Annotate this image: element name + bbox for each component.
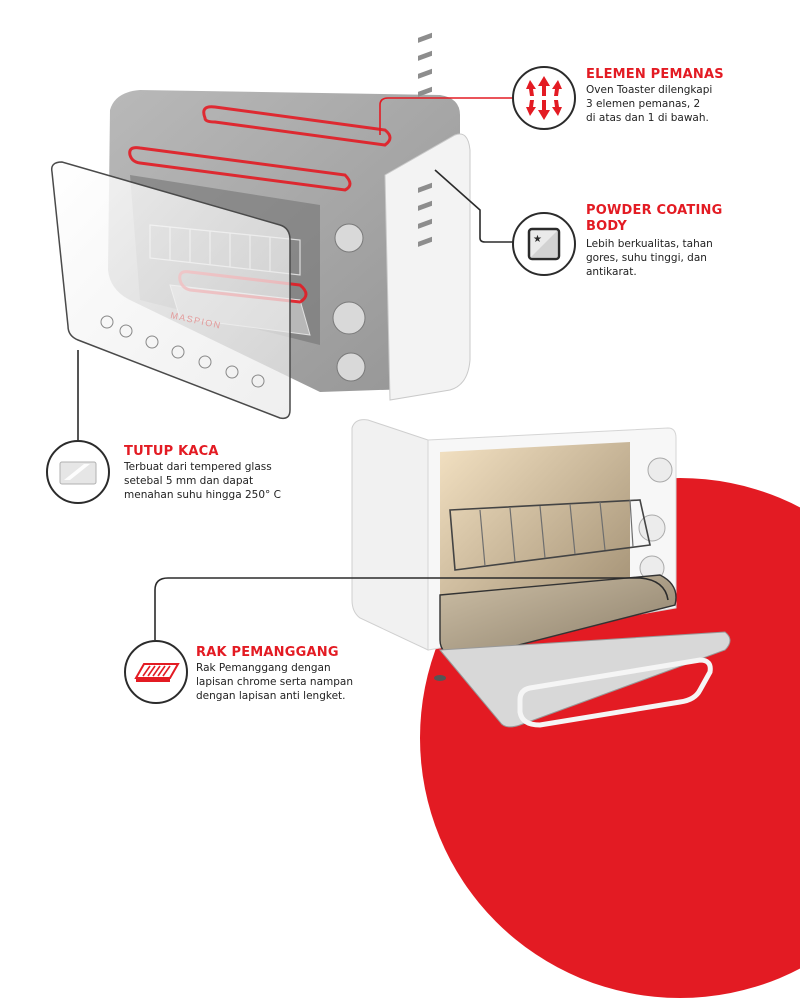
- callout-line: Terbuat dari tempered glass: [124, 461, 272, 473]
- callout-line: gores, suhu tinggi, dan: [586, 252, 707, 264]
- heating-element-arrows-icon: [512, 66, 576, 130]
- grill-rack-icon: [124, 640, 188, 704]
- oven-illustration: MASPION: [50, 32, 731, 728]
- coated-panel-icon: ★: [512, 212, 576, 276]
- callout-line: Lebih berkualitas, tahan: [586, 238, 713, 250]
- callout-line: dengan lapisan anti lengket.: [196, 690, 346, 702]
- callout-line: antikarat.: [586, 266, 637, 278]
- callout-title: RAK PEMANGGANG: [196, 645, 339, 660]
- callout-title: POWDER COATING: [586, 203, 723, 218]
- callout-line: lapisan chrome serta nampan: [196, 676, 354, 688]
- open-oven: [351, 419, 731, 728]
- callout-line: setebal 5 mm dan dapat: [124, 475, 254, 487]
- callout-line: di atas dan 1 di bawah.: [586, 112, 709, 124]
- callout-line: 3 elemen pemanas, 2: [586, 98, 701, 110]
- callout-title: TUTUP KACA: [124, 444, 219, 459]
- callout-title: ELEMEN PEMANAS: [586, 67, 724, 82]
- glass-pane-icon: [46, 440, 110, 504]
- callout-title: BODY: [586, 219, 628, 234]
- callout-line: Oven Toaster dilengkapi: [586, 84, 713, 96]
- callout-line: menahan suhu hingga 250° C: [124, 489, 281, 501]
- exploded-oven: MASPION: [50, 32, 471, 420]
- callout-line: Rak Pemanggang dengan: [196, 662, 331, 674]
- svg-text:★: ★: [533, 234, 542, 245]
